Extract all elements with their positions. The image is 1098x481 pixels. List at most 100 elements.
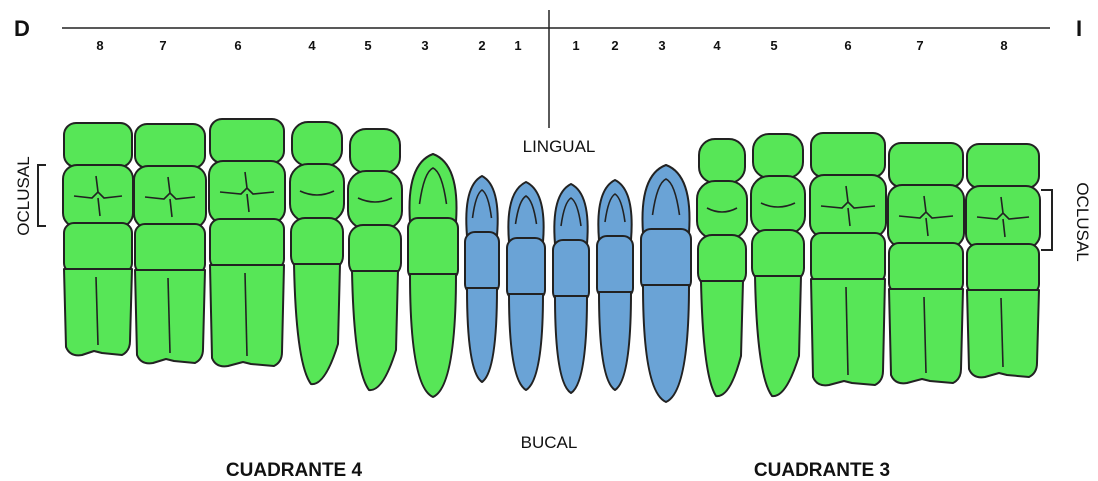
tooth-incisor-2: [464, 175, 500, 383]
tooth-crown: [888, 242, 964, 294]
tooth-crown: [552, 239, 590, 303]
tooth-number: 2: [611, 38, 618, 53]
tooth-root: [810, 278, 886, 387]
cingulum-line: [604, 193, 626, 223]
tooth-number: 1: [514, 38, 521, 53]
occlusal-bracket-left: [37, 164, 46, 227]
tooth-crown: [506, 237, 546, 301]
occlusal-label-right: OCLUSAL: [1073, 182, 1092, 261]
occlusal-fissure: [299, 190, 335, 196]
tooth-root: [554, 295, 588, 394]
cingulum-line: [560, 197, 582, 227]
bucal-label: BUCAL: [521, 433, 578, 452]
root-line: [845, 286, 849, 376]
tooth-lingual-face: [810, 132, 886, 178]
tooth-lingual-face: [209, 118, 285, 164]
tooth-premolar-4: [289, 121, 345, 386]
tooth-root: [966, 289, 1040, 379]
tooth-lingual-face: [966, 143, 1040, 189]
tooth-lingual-face: [134, 123, 206, 169]
tooth-number: 4: [308, 38, 316, 53]
tooth-root: [209, 264, 285, 368]
tooth-root: [63, 268, 133, 357]
occlusal-fissure: [357, 197, 393, 203]
tooth-crown: [290, 217, 344, 271]
tooth-number: 7: [916, 38, 923, 53]
tooth-occlusal-face: [62, 164, 134, 228]
tooth-crown: [134, 223, 206, 275]
root-line: [95, 276, 99, 346]
tooth-lingual-face: [888, 142, 964, 188]
tooth-premolar-5: [750, 133, 806, 398]
tooth-lingual-face: [597, 179, 633, 241]
tooth-lingual-face: [63, 122, 133, 168]
tooth-canine-3: [640, 164, 692, 403]
tooth-root: [508, 293, 544, 391]
tooth-molar-6: [809, 132, 887, 387]
tooth-crown: [640, 228, 692, 292]
tooth-crown: [464, 231, 500, 295]
tooth-incisor-1: [506, 181, 546, 391]
tooth-number: 8: [1000, 38, 1007, 53]
tooth-molar-8: [62, 122, 134, 357]
occlusal-fissure: [219, 171, 275, 213]
tooth-occlusal-face: [347, 170, 403, 230]
tooth-crown: [697, 234, 747, 288]
tooth-number: 6: [234, 38, 241, 53]
tooth-lingual-face: [507, 181, 545, 243]
tooth-number: 6: [844, 38, 851, 53]
tooth-incisor-2: [596, 179, 634, 391]
tooth-lingual-face: [752, 133, 804, 179]
root-line: [244, 272, 248, 357]
quadrant-3-label: CUADRANTE 3: [754, 460, 890, 481]
tooth-number: 5: [770, 38, 777, 53]
tooth-premolar-4: [696, 138, 748, 398]
tooth-occlusal-face: [133, 165, 207, 229]
tooth-premolar-5: [347, 128, 403, 392]
tooth-incisor-1: [552, 183, 590, 394]
tooth-canine-3: [407, 153, 459, 398]
occlusal-label-left: OCLUSAL: [14, 156, 33, 235]
occlusal-fissure: [760, 202, 796, 208]
tooth-root: [888, 288, 964, 385]
tooth-molar-6: [208, 118, 286, 368]
tooth-number: 3: [658, 38, 665, 53]
tooth-number: 3: [421, 38, 428, 53]
tooth-molar-8: [965, 143, 1041, 379]
tooth-root: [351, 270, 399, 392]
occlusal-fissure: [144, 176, 196, 218]
tooth-crown: [751, 229, 805, 283]
tooth-root: [409, 273, 457, 398]
tooth-root: [700, 280, 744, 398]
tooth-lingual-face: [349, 128, 401, 174]
tooth-lingual-face: [698, 138, 746, 184]
tooth-molar-7: [887, 142, 965, 385]
cingulum-line: [514, 195, 538, 225]
tooth-occlusal-face: [696, 180, 748, 240]
tooth-lingual-face: [641, 164, 691, 234]
tooth-crown: [348, 224, 402, 278]
cingulum-line: [418, 167, 448, 205]
tooth-number: 5: [364, 38, 371, 53]
tooth-root: [293, 263, 341, 386]
tooth-crown: [209, 218, 285, 270]
tooth-number: 2: [478, 38, 485, 53]
tooth-lingual-face: [553, 183, 589, 245]
tooth-number: 8: [96, 38, 103, 53]
side-label-left-i: I: [1076, 16, 1082, 41]
tooth-crown: [63, 222, 133, 274]
tooth-root: [642, 284, 690, 403]
quadrant-4-label: CUADRANTE 4: [226, 460, 363, 481]
tooth-number: 4: [713, 38, 721, 53]
occlusal-fissure: [73, 175, 123, 217]
occlusal-fissure: [820, 185, 876, 227]
tooth-crown: [596, 235, 634, 299]
teeth-row: [62, 118, 1041, 403]
tooth-root: [134, 269, 206, 365]
side-label-right-d: D: [14, 16, 30, 41]
tooth-lingual-face: [408, 153, 458, 223]
tooth-lingual-face: [465, 175, 499, 237]
lingual-label: LINGUAL: [523, 137, 596, 156]
